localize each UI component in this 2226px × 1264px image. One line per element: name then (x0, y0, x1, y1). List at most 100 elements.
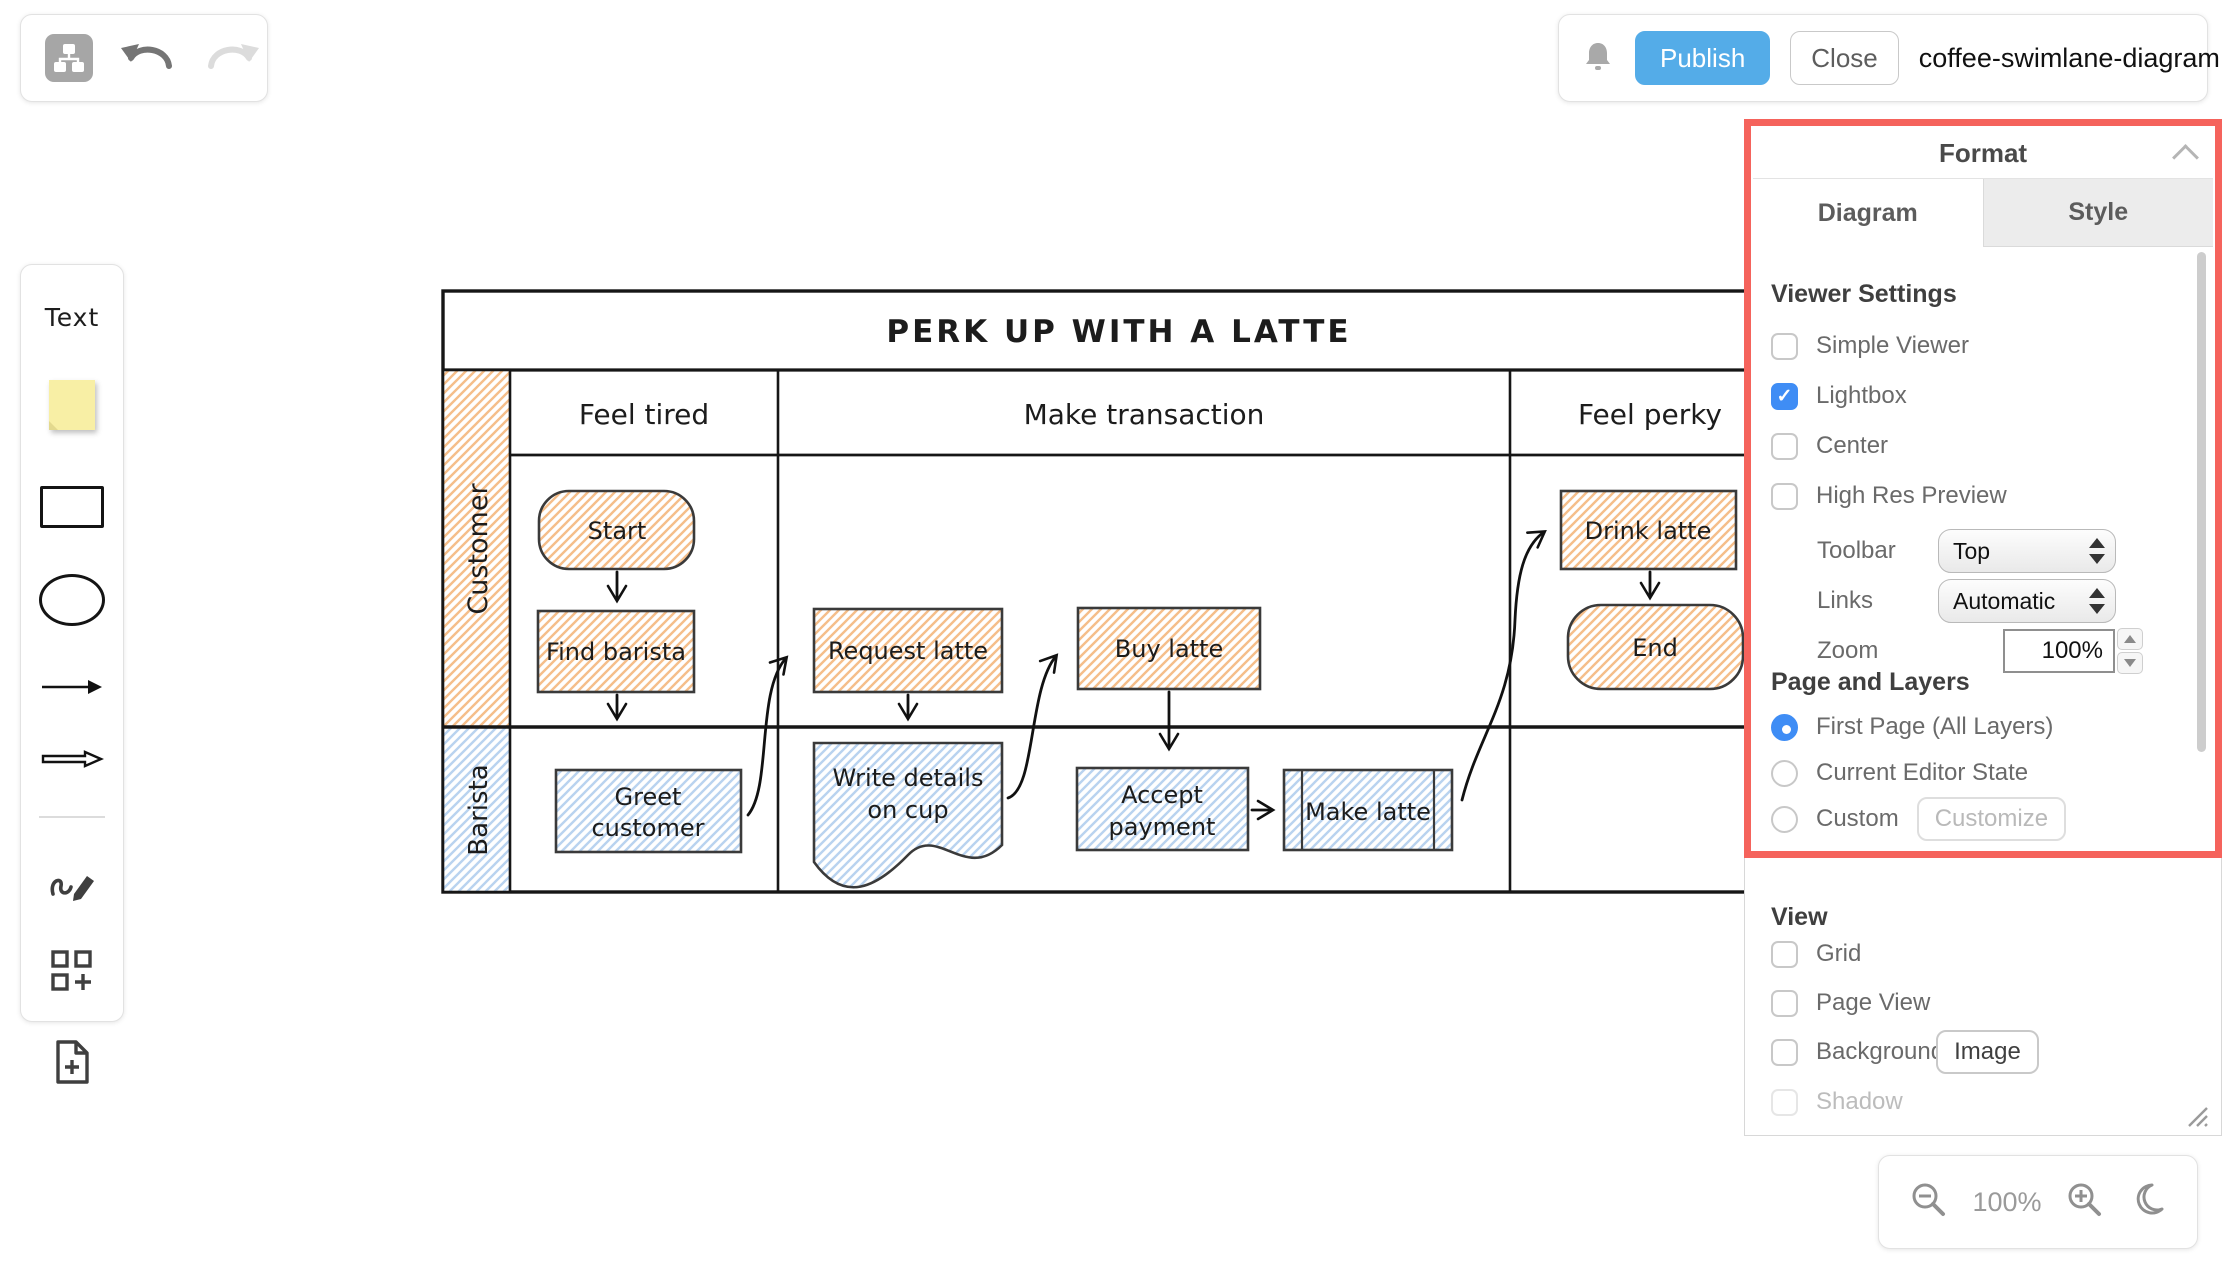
shape-palette: Text (20, 264, 124, 1084)
background-image-button[interactable]: Image (1936, 1030, 2039, 1074)
links-select[interactable]: Automatic (1938, 579, 2116, 623)
lightbox-checkbox[interactable] (1771, 382, 1798, 410)
zoom-out-icon[interactable] (1910, 1181, 1948, 1224)
node-write-details[interactable]: Write details on cup (812, 741, 1004, 889)
undo-icon[interactable] (119, 34, 177, 83)
connectors[interactable] (606, 529, 1661, 821)
row-current-editor: Current Editor State (1745, 751, 2205, 795)
insert-page-icon[interactable] (21, 1038, 123, 1086)
publish-button[interactable]: Publish (1635, 31, 1771, 85)
svg-text:payment: payment (1109, 813, 1216, 841)
node-find-barista[interactable]: Find barista (536, 609, 696, 694)
current-editor-radio[interactable] (1771, 759, 1798, 787)
svg-text:Make latte: Make latte (1305, 798, 1431, 826)
current-editor-label: Current Editor State (1816, 759, 2029, 786)
more-shapes-icon[interactable] (21, 948, 123, 994)
page-view-checkbox[interactable] (1771, 989, 1798, 1017)
row-simple-viewer: Simple Viewer (1745, 324, 2205, 368)
tab-diagram[interactable]: Diagram (1817, 198, 1918, 227)
lane-bar-customer[interactable] (441, 368, 512, 729)
zoom-step-up[interactable] (2117, 628, 2143, 650)
notifications-bell-icon[interactable] (1581, 39, 1615, 78)
first-page-label: First Page (All Layers) (1816, 713, 2054, 740)
custom-radio[interactable] (1771, 805, 1798, 833)
lane-label-barista[interactable]: Barista (464, 764, 494, 855)
canvas-zoom-level: 100% (1972, 1186, 2042, 1217)
node-accept-payment[interactable]: Accept payment (1075, 766, 1250, 852)
row-links: Links Automatic (1745, 579, 2205, 623)
svg-text:Accept: Accept (1121, 781, 1203, 809)
viewer-settings-heading: Viewer Settings (1771, 280, 1957, 308)
row-grid: Grid (1745, 932, 2205, 976)
phase-make-transaction[interactable]: Make transaction (1024, 398, 1265, 431)
edge-greet-request[interactable] (746, 655, 789, 817)
first-page-radio[interactable] (1771, 713, 1798, 741)
svg-text:Buy latte: Buy latte (1115, 635, 1223, 663)
node-make-latte[interactable]: Make latte (1282, 768, 1454, 852)
block-arrow-tool[interactable] (21, 748, 123, 770)
zoom-in-icon[interactable] (2066, 1181, 2104, 1224)
rectangle-tool[interactable] (40, 486, 104, 528)
zoom-value-input[interactable]: 100% (2003, 629, 2115, 673)
lane-label-customer[interactable]: Customer (463, 483, 494, 615)
ellipse-tool[interactable] (39, 574, 105, 626)
format-tabs: Diagram Style (1753, 179, 2213, 247)
svg-text:Request latte: Request latte (828, 637, 988, 665)
zoom-step-down[interactable] (2117, 652, 2143, 674)
high-res-checkbox[interactable] (1771, 482, 1798, 510)
customize-button[interactable]: Customize (1916, 797, 2067, 841)
toolbar-select[interactable]: Top (1938, 529, 2116, 573)
dark-mode-moon-icon[interactable] (2128, 1181, 2166, 1224)
close-button[interactable]: Close (1790, 31, 1899, 85)
grid-checkbox[interactable] (1771, 940, 1798, 968)
freehand-draw-icon[interactable] (21, 862, 123, 904)
text-tool[interactable]: Text (44, 303, 100, 332)
redo-icon[interactable] (203, 34, 261, 83)
row-high-res: High Res Preview (1745, 474, 2205, 518)
format-panel: Format Diagram Style Viewer Settings Sim… (1744, 119, 2222, 1136)
node-end[interactable]: End (1566, 603, 1745, 691)
node-buy-latte[interactable]: Buy latte (1076, 606, 1262, 691)
tab-style[interactable]: Style (1982, 179, 2213, 247)
toolbar-select-value: Top (1953, 537, 1991, 564)
edge-write-buy[interactable] (1006, 653, 1059, 800)
background-label: Background (1816, 1038, 1945, 1065)
phase-feel-perky[interactable]: Feel perky (1578, 398, 1722, 431)
page-layers-heading: Page and Layers (1771, 668, 1970, 696)
page-view-label: Page View (1816, 989, 1931, 1016)
node-start[interactable]: Start (537, 489, 696, 571)
format-panel-header[interactable]: Format (1753, 128, 2213, 179)
thin-arrow-tool[interactable] (21, 678, 123, 696)
pool-title: PERK UP WITH A LATTE (886, 314, 1351, 350)
zoom-stepper (2117, 628, 2143, 674)
svg-text:Drink latte: Drink latte (1585, 517, 1712, 545)
sticky-note-tool[interactable] (49, 380, 95, 430)
node-request-latte[interactable]: Request latte (812, 607, 1004, 694)
panel-scrollbar-thumb[interactable] (2197, 252, 2206, 752)
background-checkbox[interactable] (1771, 1038, 1798, 1066)
node-drink-latte[interactable]: Drink latte (1559, 489, 1738, 571)
svg-text:End: End (1632, 634, 1678, 662)
lightbox-label: Lightbox (1816, 382, 1907, 409)
row-center: Center (1745, 424, 2205, 468)
collapse-chevron-icon[interactable] (2172, 144, 2199, 171)
edge-make-drink[interactable] (1460, 529, 1547, 802)
grid-label: Grid (1816, 940, 1862, 967)
row-lightbox: Lightbox (1745, 374, 2205, 418)
svg-text:Greet: Greet (615, 783, 682, 811)
panel-resize-handle[interactable] (2183, 1102, 2209, 1135)
shadow-checkbox[interactable] (1771, 1088, 1798, 1116)
row-toolbar: Toolbar Top (1745, 529, 2205, 573)
simple-viewer-checkbox[interactable] (1771, 332, 1798, 360)
diagram-logo-icon[interactable] (45, 34, 93, 82)
node-greet-customer[interactable]: Greet customer (554, 768, 743, 854)
select-arrows-icon (2089, 587, 2105, 615)
svg-text:Write details: Write details (833, 764, 984, 792)
simple-viewer-label: Simple Viewer (1816, 332, 1969, 359)
palette-divider (39, 816, 105, 818)
phase-feel-tired[interactable]: Feel tired (579, 398, 709, 431)
custom-label: Custom (1816, 805, 1899, 832)
center-checkbox[interactable] (1771, 432, 1798, 460)
